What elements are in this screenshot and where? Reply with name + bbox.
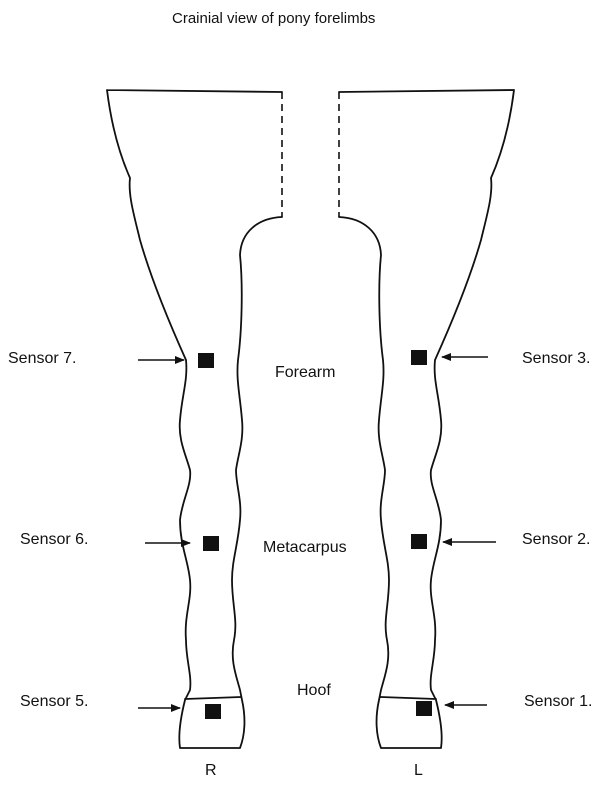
region-label-forearm: Forearm [275,364,335,382]
left-limb-outline [339,90,514,748]
limb-label-right: R [205,762,217,780]
right-limb [107,90,282,748]
limb-label-left: L [414,762,423,780]
sensor-5-label: Sensor 5. [20,693,88,711]
sensor-2-label: Sensor 2. [522,531,590,549]
sensor-6-label: Sensor 6. [20,531,88,549]
left-hoof-band [380,697,436,699]
right-limb-outline [107,90,282,748]
region-label-metacarpus: Metacarpus [263,539,347,557]
sensor-7-marker [198,353,214,368]
right-hoof-band [185,697,241,699]
sensor-1-marker [416,701,432,716]
sensor-3-label: Sensor 3. [522,350,590,368]
sensor-3-marker [411,350,427,365]
sensor-arrows [138,357,496,708]
diagram-title: Crainial view of pony forelimbs [172,10,375,27]
sensor-5-marker [205,704,221,719]
sensor-2-marker [411,534,427,549]
sensor-6-marker [203,536,219,551]
sensor-1-label: Sensor 1. [524,693,592,711]
sensor-7-label: Sensor 7. [8,350,76,368]
region-label-hoof: Hoof [297,682,331,700]
left-limb [339,90,514,748]
